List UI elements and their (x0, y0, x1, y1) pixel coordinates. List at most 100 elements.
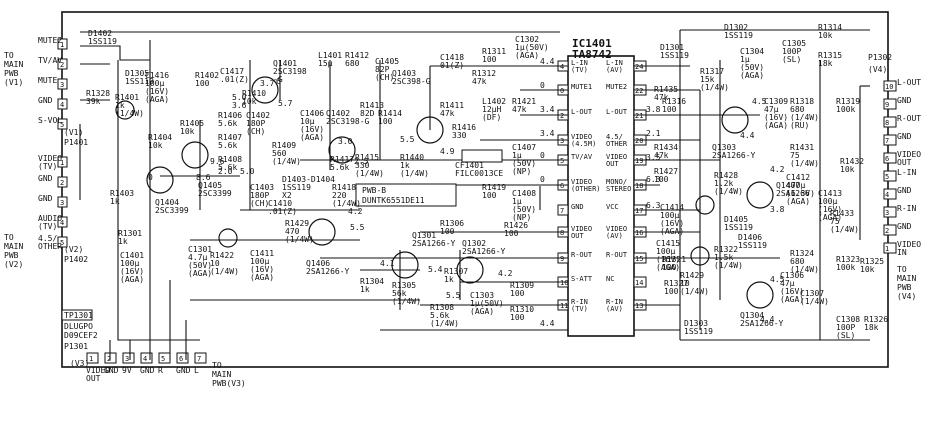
component-value-line: (50V) (188, 261, 212, 270)
component-value-line: 100 (664, 287, 679, 296)
connector-pin (57, 156, 68, 168)
ic-pin-label: S-ATT (571, 275, 593, 283)
component-value-line: 1SS119 (88, 37, 117, 46)
connector-pin (883, 98, 897, 110)
connector-pin-label-line: GND (897, 132, 912, 141)
component-value: 100k (836, 263, 855, 272)
component-value-line: 2SA1266-Y (306, 267, 350, 276)
component-value-line: .01(Z) (268, 207, 297, 216)
connector-pin (57, 118, 68, 130)
component-value-line: 100μ (660, 211, 679, 220)
voltage-value: 4.1 (380, 259, 395, 268)
component-ref: R1325 (860, 257, 884, 266)
connector-destination-line: TO (897, 265, 907, 274)
connector-pin-number: 3 (885, 209, 889, 217)
component-ref: R1419 (482, 183, 506, 192)
q1406-symbol (308, 218, 336, 246)
component-ref: C1301 (188, 245, 212, 254)
r1429b-symbol (690, 246, 710, 266)
component-value-line: 100k (836, 263, 855, 272)
component-ref: R1311 (482, 47, 506, 56)
ic-pin-label: MONO/STEREO (606, 178, 631, 193)
component-value: 180P(CH) (246, 119, 265, 136)
component-value-line: (50V) (512, 205, 536, 214)
component-value-line: 330 (355, 161, 370, 170)
ic-pin-number: 10 (560, 279, 568, 287)
component-value-line: (1/4W) (210, 267, 239, 276)
component-value: 47k (654, 93, 669, 102)
component-value-line: 100 (654, 175, 669, 184)
component-value-line: (16V) (145, 87, 169, 96)
component-ref: R1414 (378, 109, 402, 118)
connector-pin-label-line: L (194, 366, 199, 375)
component-ref: R1440 (400, 153, 424, 162)
ic-pin-label-line: (AV) (606, 305, 623, 313)
component-ref: Q1402 (326, 109, 350, 118)
component-value-line: 2SC3399 (198, 189, 232, 198)
component-value-line: 100 (504, 229, 519, 238)
connector-destination-line: PWB(V3) (212, 379, 246, 388)
component-value-line: 10k (148, 141, 163, 150)
component-value-line: 47μ (764, 105, 779, 114)
component-value: 82P(CH) (375, 65, 394, 82)
connector-destination-line: TO (4, 51, 14, 60)
connector-pin-number: 2 (885, 227, 889, 235)
component-value: 1μ(50V)(NP) (512, 197, 536, 222)
component-value: 15k(1/4W) (700, 75, 729, 92)
component-value: 100 (195, 79, 210, 88)
component-value: 4.7μ(50V)(AGA) (188, 253, 212, 278)
component-value-line: (NP) (512, 213, 531, 222)
component-ref: C1401 (120, 251, 144, 260)
component-value: 1SS119 (88, 37, 117, 46)
component-value: 1SS119 (125, 77, 154, 86)
component-value-line: (1/4W) (830, 225, 859, 234)
component-ref: R1304 (360, 277, 384, 286)
connector-pin-label-line: VIDEO (897, 240, 921, 249)
component-ref: C1410 (268, 199, 292, 208)
component-value: 56k(1/4W) (392, 289, 421, 306)
component-ref: L1401 (318, 51, 342, 60)
component-value-line: 56k (392, 289, 407, 298)
ic-pin-label-line: L-IN (571, 59, 588, 67)
connector-pin-number: 6 (179, 355, 183, 363)
ic-pin-number: 14 (635, 279, 643, 287)
component-value-line: 1k (115, 101, 125, 110)
component-value-line: 1.2k (714, 179, 733, 188)
connector-pin-label: S-VOL (38, 116, 62, 125)
ic-pin-label: L-OUT (606, 108, 628, 116)
component-value: 5.6k (330, 163, 349, 172)
ic-pin-label-line: (AV) (606, 232, 623, 240)
connector-pin-label-line: IN (897, 248, 907, 257)
voltage-value: 5.0 (232, 93, 247, 102)
component-ref: L1402 (482, 97, 506, 106)
component-ref: C1308 (836, 315, 860, 324)
ic-pin-label-line: STEREO (606, 185, 631, 193)
component-c1307: C1307(1/4W) (800, 289, 829, 306)
component-ref: C1403 (250, 183, 274, 192)
connector-pin-label: AUDIO(TV) (38, 214, 62, 231)
voltage-value: 6.3 (646, 175, 661, 184)
connector-pin-number: 1 (89, 355, 93, 363)
testpoint-label: TP1301 (64, 311, 93, 320)
voltage-value: 4.4 (740, 131, 755, 140)
component-value: 100 (654, 175, 669, 184)
component-value-line: 39k (86, 97, 101, 106)
component-ref: R1427 (654, 167, 678, 176)
